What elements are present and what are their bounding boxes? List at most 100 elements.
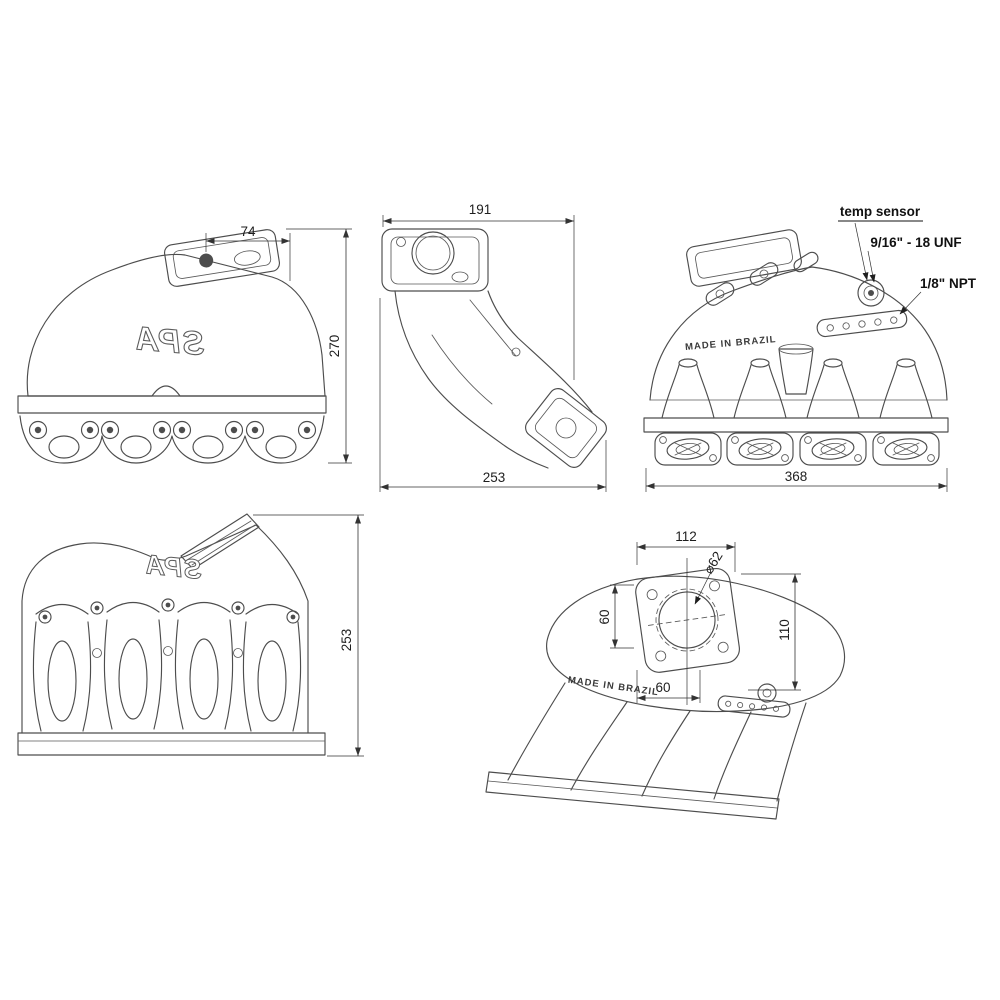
plenum-outline [649,266,948,401]
bolt-hole [717,641,729,653]
base-flange [643,417,949,433]
throttle-flange-side [686,229,802,287]
port-scallop-outline [19,415,325,464]
runner-contour [431,334,493,405]
dimension-112: 112 [636,529,736,572]
flange-outline [635,568,740,673]
dim-label-60-bottom: 60 [655,680,670,695]
bolt-hole [709,580,720,592]
dim-label-bore-62: ⌀62 [701,549,726,577]
throttle-flange-side [163,229,281,287]
intake-port [174,422,243,459]
intake-port [247,422,316,459]
callout-temp-sensor: temp sensor [838,204,923,281]
injector-boss [749,262,779,286]
unf-thread-label: 9/16" - 18 UNF [870,235,961,250]
npt-thread-label: 1/8" NPT [920,276,977,291]
bolt-hole [511,347,521,357]
bolt-hole [233,648,243,658]
injector-boss [705,282,735,306]
npt-hole [760,704,768,711]
dimension-368: 368 [645,468,948,492]
runner-trumpet [661,358,715,419]
pedestal-top [778,343,814,355]
temp-sensor-label: temp sensor [840,204,921,219]
intake-port [726,432,794,466]
dimension-60-bottom: 60 [636,670,701,703]
view-side-left: SPA 74 270 [17,224,352,464]
center-pedestal [778,348,814,395]
dim-label-74: 74 [240,224,256,239]
throttle-flange-top [381,228,489,292]
intake-port [654,432,722,466]
plenum-top-outline [546,575,846,713]
dimension-270: 270 [286,228,352,464]
plenum-outline [26,253,326,397]
dim-label-60-left: 60 [597,609,612,624]
dim-label-112: 112 [675,529,697,544]
bolt-hole [396,237,406,247]
bolt-hole [231,601,245,615]
callout-npt-thread: 1/8" NPT [899,276,977,315]
runner-divider [570,701,628,791]
throttle-flange-inner [390,236,480,285]
bolt-hole [163,646,173,656]
leader-line [694,571,712,605]
outlet-flange [525,388,607,468]
plate-outline [816,309,908,338]
brand-logo-mirrored: SPA [132,319,206,362]
dim-label-270: 270 [327,335,342,358]
dimension-60-left: 60 [597,584,634,649]
plate-outline [717,695,791,718]
bolt-hole [655,650,667,662]
dimension-74: 74 [205,224,291,281]
outlet-flange-outline [525,388,607,468]
view-front: SPA 253 [17,513,364,757]
intake-port [799,432,867,466]
bolt-hole [161,598,175,612]
leader-line [867,250,876,283]
top-plate-lines [186,520,256,566]
dimension-253-front: 253 [253,514,364,757]
npt-hole [737,702,744,709]
bolt-hole [92,648,102,658]
intake-port [30,422,99,459]
body-outline [21,524,309,734]
runner-outline-right [487,290,593,413]
runner-divider [776,702,807,802]
npt-hole [842,322,850,330]
flange-boss [234,250,261,266]
bolt-hole [90,601,104,615]
dim-label-191: 191 [469,202,492,217]
leader-line [854,222,869,281]
runner-divider [507,682,566,781]
dim-label-253: 253 [483,470,506,485]
view-top-perspective: MADE IN BRAZIL 112 ⌀62 60 [485,529,846,820]
runner-trumpet [879,358,933,419]
runner-contour [469,299,517,357]
throttle-bore-inner [415,235,451,271]
runner-divider [641,710,691,797]
outlet-bore [555,417,577,439]
throttle-flange-top [635,568,740,673]
runner-trumpet [806,358,860,419]
top-plate [180,513,260,570]
intake-port [872,432,940,466]
temp-sensor-port-inner [762,688,772,698]
bolt-hole [646,589,658,601]
flange-outline [163,229,281,287]
leader-line [899,291,922,315]
boss-slot [749,262,779,286]
base-plate [17,732,326,756]
flange-inner [172,237,272,279]
npt-hole [890,316,898,324]
dimension-191: 191 [382,202,575,380]
boss-hole [759,269,769,279]
temp-sensor-port-center [868,290,874,296]
npt-hole [826,324,834,332]
npt-hole [858,320,866,328]
dim-label-368: 368 [785,469,808,484]
dim-label-253: 253 [339,629,354,652]
